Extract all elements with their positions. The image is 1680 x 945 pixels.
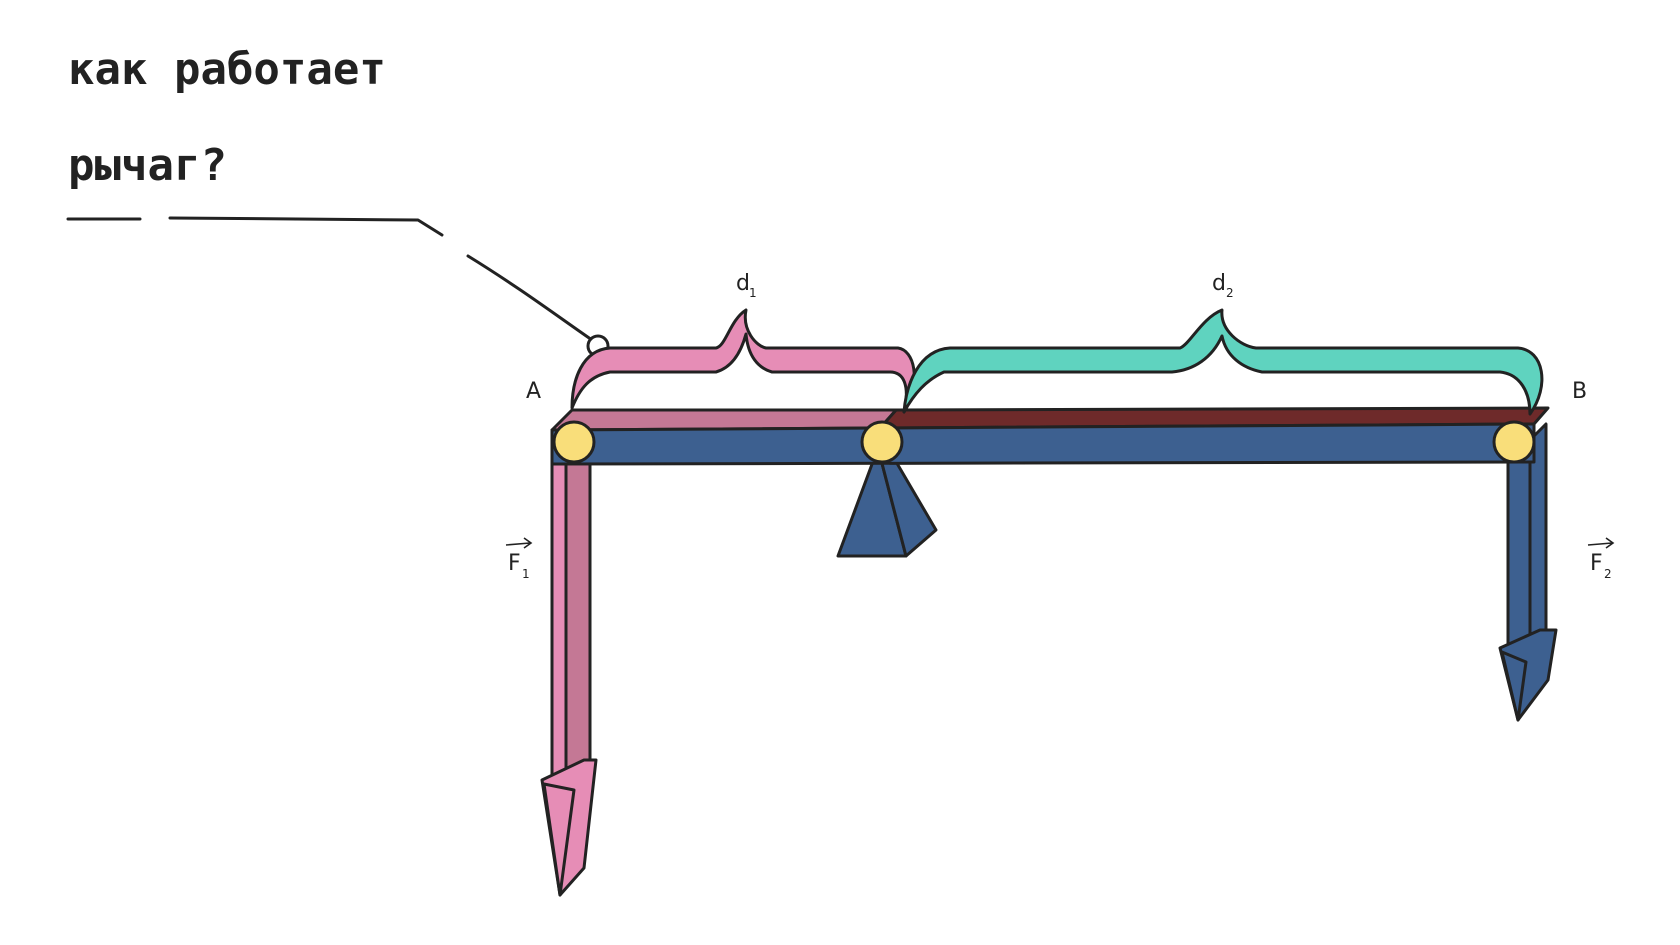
- heading-line-2: рычаг?: [68, 140, 227, 191]
- force-arrow-f2: [1498, 422, 1558, 722]
- vector-arrow-icon: [1587, 537, 1615, 549]
- label-f2: F: [1590, 551, 1603, 576]
- force-arrow-f1: [540, 436, 598, 897]
- joint-b: [1492, 420, 1536, 464]
- label-d1-sub: 1: [749, 286, 757, 300]
- bracket-d2: [902, 308, 1544, 416]
- label-f2-sub: 2: [1604, 567, 1612, 581]
- label-d2-sub: 2: [1226, 286, 1234, 300]
- label-point-a: A: [526, 379, 541, 404]
- joint-fulcrum: [860, 420, 904, 464]
- fulcrum: [836, 446, 938, 558]
- label-f1: F: [508, 551, 521, 576]
- bracket-d1: [570, 308, 916, 414]
- label-f2-group: F 2: [1587, 537, 1615, 581]
- label-f1-group: F 1: [505, 537, 533, 581]
- label-d2: d: [1212, 271, 1226, 296]
- vector-arrow-icon: [505, 537, 533, 549]
- label-d1: d: [736, 271, 750, 296]
- joint-a: [552, 420, 596, 464]
- leader-line: [66, 216, 594, 342]
- heading-line-1: как работает: [68, 44, 386, 95]
- beam-front: [550, 422, 1536, 466]
- label-f1-sub: 1: [522, 567, 530, 581]
- label-point-b: B: [1572, 379, 1587, 404]
